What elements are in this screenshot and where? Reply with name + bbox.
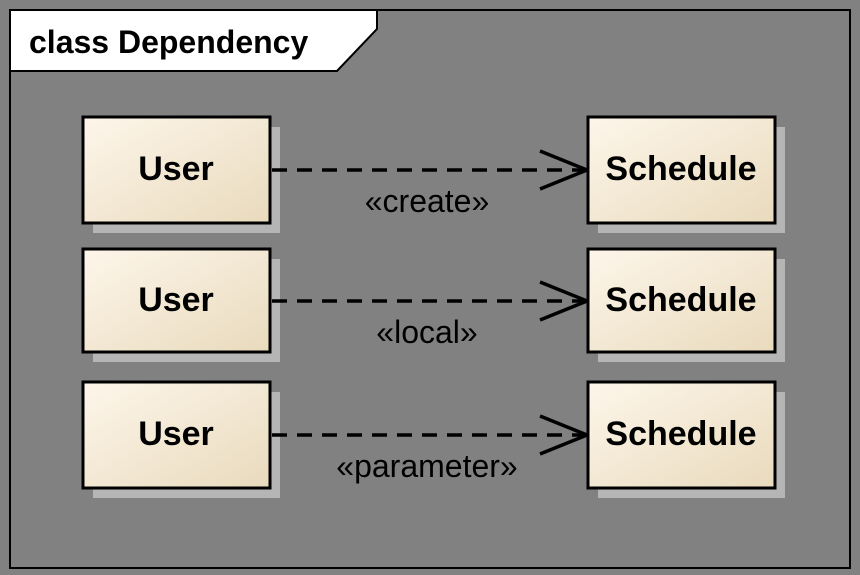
stereotype-label: «local» xyxy=(376,314,477,350)
class-label-user: User xyxy=(138,281,214,319)
class-label-schedule: Schedule xyxy=(605,281,756,319)
class-box-schedule[interactable] xyxy=(586,115,777,225)
class-box-schedule[interactable] xyxy=(586,380,777,490)
class-label-schedule: Schedule xyxy=(605,415,756,453)
class-box-user[interactable] xyxy=(81,380,272,490)
class-box-user[interactable] xyxy=(81,115,272,225)
dependency-row-create: User Schedule «create» xyxy=(81,115,785,233)
diagram-title: class Dependency xyxy=(29,24,308,60)
class-label-schedule: Schedule xyxy=(605,150,756,188)
dependency-row-parameter: User Schedule «parameter» xyxy=(81,380,785,498)
diagram-title-tab: class Dependency xyxy=(9,9,378,72)
stereotype-label: «parameter» xyxy=(336,448,517,484)
stereotype-label: «create» xyxy=(365,183,490,219)
class-box-user[interactable] xyxy=(81,247,272,354)
class-box-schedule[interactable] xyxy=(586,247,777,354)
diagram-frame-border xyxy=(9,9,851,569)
dependency-row-local: User Schedule «local» xyxy=(81,247,785,362)
title-tab-shape xyxy=(9,9,378,72)
class-label-user: User xyxy=(138,415,214,453)
class-label-user: User xyxy=(138,150,214,188)
